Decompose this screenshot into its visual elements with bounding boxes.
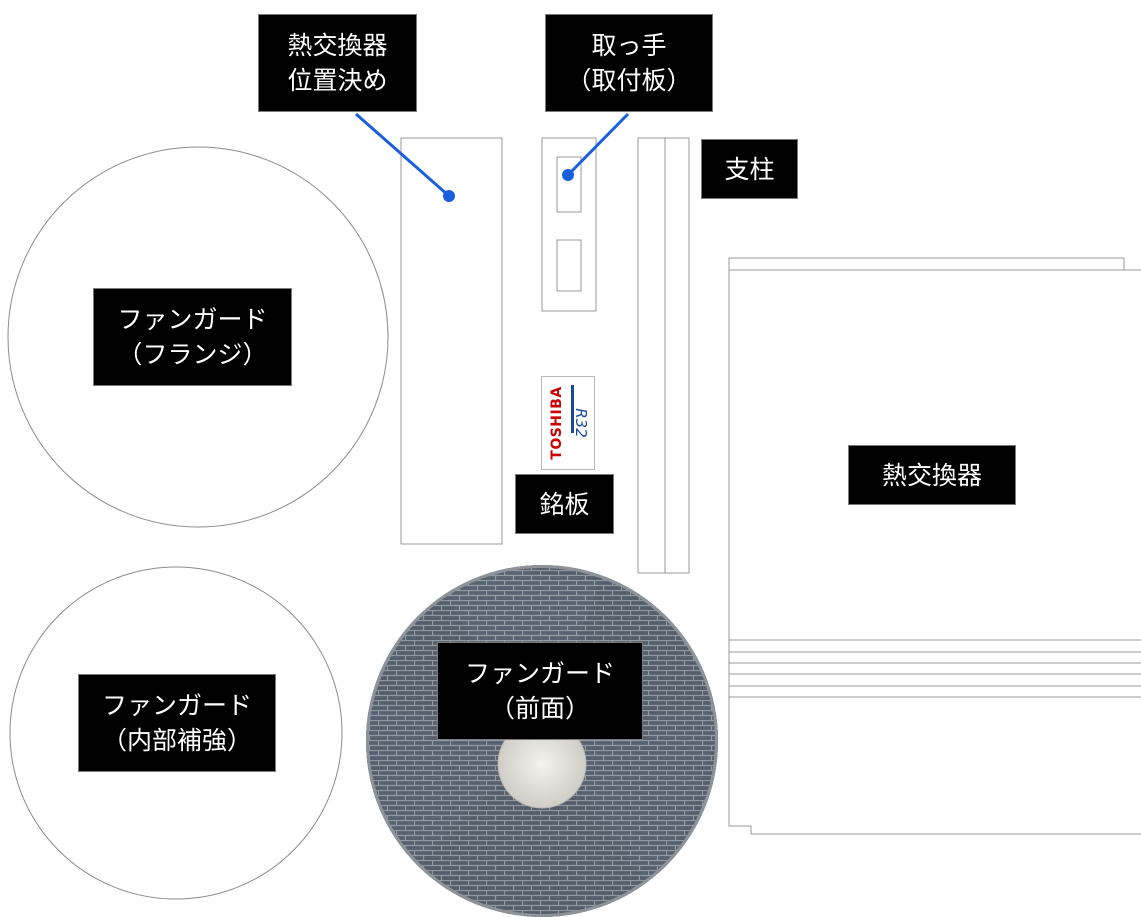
label-fan-guard-front: ファンガード（前面） <box>437 642 643 740</box>
label-fan-guard-flange: ファンガード（フランジ） <box>93 288 292 386</box>
handle-plate <box>541 137 597 312</box>
nameplate-badge: TOSHIBA R32 <box>541 376 595 470</box>
label-pillar: 支柱 <box>701 139 798 199</box>
leader-lines <box>355 112 630 202</box>
heat-exchanger-drawing <box>728 257 1141 835</box>
label-fan-guard-inner: ファンガード（内部補強） <box>78 674 276 772</box>
fan-guard-front-drawing <box>366 565 718 917</box>
pillar-drawing <box>637 137 690 574</box>
hx-positioning-plate <box>400 137 503 545</box>
label-heat-exchanger: 熱交換器 <box>848 445 1016 505</box>
label-hx-positioning: 熱交換器位置決め <box>258 14 417 112</box>
label-handle: 取っ手（取付板） <box>545 14 713 112</box>
brand-logo: TOSHIBA <box>549 386 565 460</box>
label-nameplate: 銘板 <box>515 474 614 534</box>
badge-stripe <box>571 385 574 433</box>
refrigerant-mark: R32 <box>572 408 590 438</box>
